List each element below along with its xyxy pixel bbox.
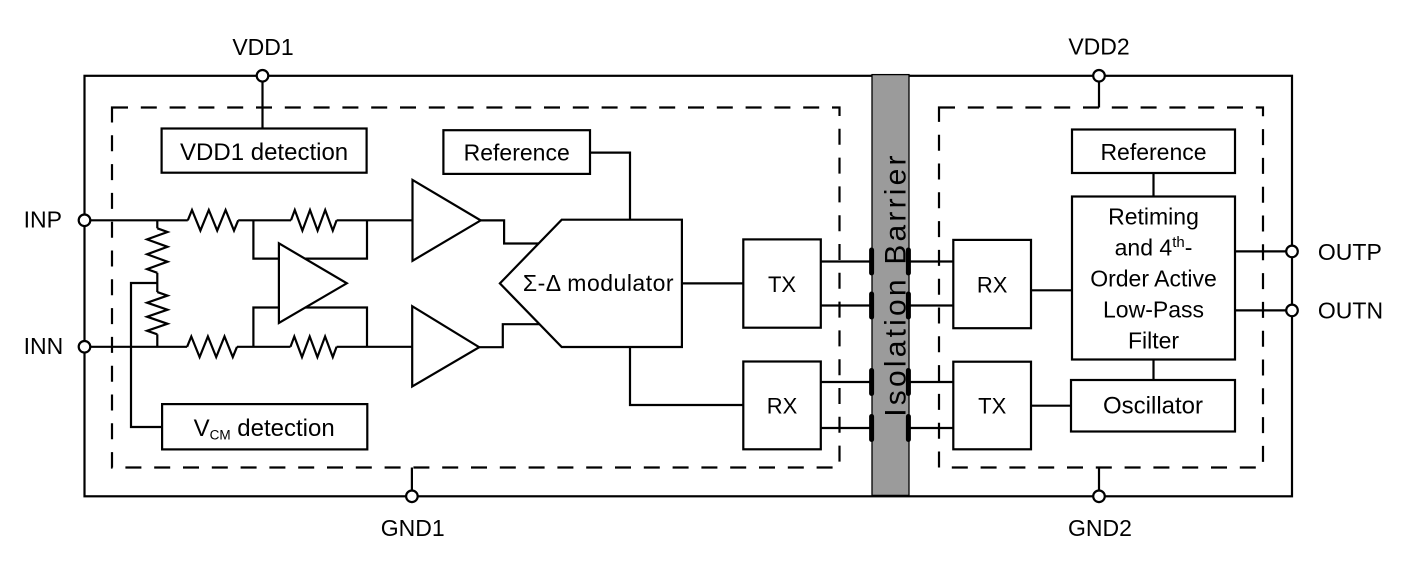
- svg-text:RX: RX: [767, 394, 798, 419]
- svg-text:RX: RX: [977, 272, 1008, 297]
- svg-text:VDD1 detection: VDD1 detection: [180, 139, 348, 166]
- svg-text:Filter: Filter: [1128, 327, 1179, 353]
- svg-text:Low-Pass: Low-Pass: [1103, 296, 1204, 322]
- svg-text:TX: TX: [978, 394, 1006, 419]
- svg-text:VCM detection: VCM detection: [194, 415, 335, 443]
- svg-text:GND1: GND1: [381, 515, 445, 541]
- svg-text:Order Active: Order Active: [1090, 265, 1217, 291]
- svg-text:VDD2: VDD2: [1068, 34, 1129, 60]
- svg-text:OUTN: OUTN: [1318, 298, 1383, 324]
- svg-text:TX: TX: [768, 272, 796, 297]
- svg-text:GND2: GND2: [1068, 515, 1132, 541]
- svg-text:Reference: Reference: [1100, 139, 1206, 165]
- svg-text:Σ-Δ modulator: Σ-Δ modulator: [523, 270, 674, 296]
- svg-text:Oscillator: Oscillator: [1103, 393, 1203, 420]
- svg-text:Reference: Reference: [464, 139, 570, 165]
- svg-text:VDD1: VDD1: [232, 34, 293, 60]
- svg-text:Retiming: Retiming: [1108, 203, 1199, 229]
- svg-text:INN: INN: [24, 333, 64, 359]
- svg-text:INP: INP: [24, 207, 62, 233]
- svg-text:OUTP: OUTP: [1318, 239, 1382, 265]
